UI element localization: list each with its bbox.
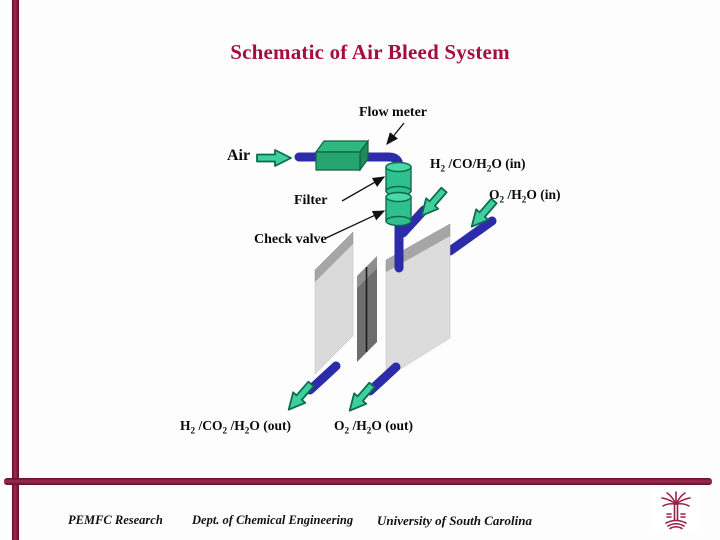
subscript: 2 [440, 163, 446, 174]
footer-right-text: University of South Carolina [377, 513, 532, 528]
filter-label: Filter [294, 193, 328, 208]
cathode-inlet-label: O2 /H2O (in) [489, 187, 561, 205]
subscript: 2 [486, 163, 492, 174]
label-text: O (out) [249, 418, 291, 433]
label-text: /CO/H [445, 156, 487, 171]
subscript: 2 [499, 194, 505, 205]
anode-outlet-label: H2 /CO2 /H2O (out) [180, 418, 291, 436]
air-label: Air [227, 147, 251, 164]
subscript: 2 [190, 425, 196, 436]
label-text: H [180, 418, 191, 433]
label-text: /H [227, 418, 245, 433]
footer-left-text: PEMFC Research [68, 513, 163, 527]
flow-meter-label: Flow meter [359, 105, 428, 120]
label-text: O [489, 187, 500, 202]
cathode-outlet-arrow [348, 381, 376, 412]
filter-pointer-arrow [341, 176, 386, 202]
palmetto-tree-icon [661, 491, 691, 530]
label-text: /CO [195, 418, 223, 433]
usc-logo [652, 487, 700, 533]
label-text: /H [504, 187, 522, 202]
subscript: 2 [244, 425, 250, 436]
anode-inlet-label: H2 /CO/H2O (in) [430, 156, 526, 174]
label-text: O (in) [526, 187, 561, 202]
fuel-cell-stack [314, 223, 451, 379]
footer-center-text: Dept. of Chemical Engineering [192, 513, 354, 527]
subscript: 2 [222, 425, 228, 436]
slide-title: Schematic of Air Bleed System [230, 40, 510, 64]
anode-inlet-arrow [420, 186, 448, 217]
anode-outlet-arrow [287, 380, 315, 411]
label-text: O (out) [371, 418, 413, 433]
flow-meter-pointer-arrow [386, 122, 405, 146]
label-text: O [334, 418, 345, 433]
air-flow-arrow [256, 149, 292, 167]
anode-inlet-pipe [398, 205, 429, 238]
filter-cylinder [385, 161, 412, 197]
check-valve-label: Check valve [254, 232, 327, 247]
label-text: /H [349, 418, 367, 433]
label-text: H [430, 156, 441, 171]
label-text: O (in) [491, 156, 526, 171]
subscript: 2 [344, 425, 350, 436]
membrane-electrode-assembly [357, 256, 377, 362]
check-valve-cylinder [385, 191, 412, 227]
left-accent-bar [12, 0, 19, 540]
subscript: 2 [521, 194, 527, 205]
footer-divider-line [4, 478, 712, 485]
check-valve-pointer-arrow [325, 210, 386, 239]
cathode-inlet-pipe [445, 216, 497, 256]
left-end-plate [314, 231, 354, 375]
cathode-inlet-arrow [470, 197, 498, 228]
subscript: 2 [366, 425, 372, 436]
cathode-outlet-label: O2 /H2O (out) [334, 418, 413, 436]
flow-meter-body [314, 139, 370, 172]
